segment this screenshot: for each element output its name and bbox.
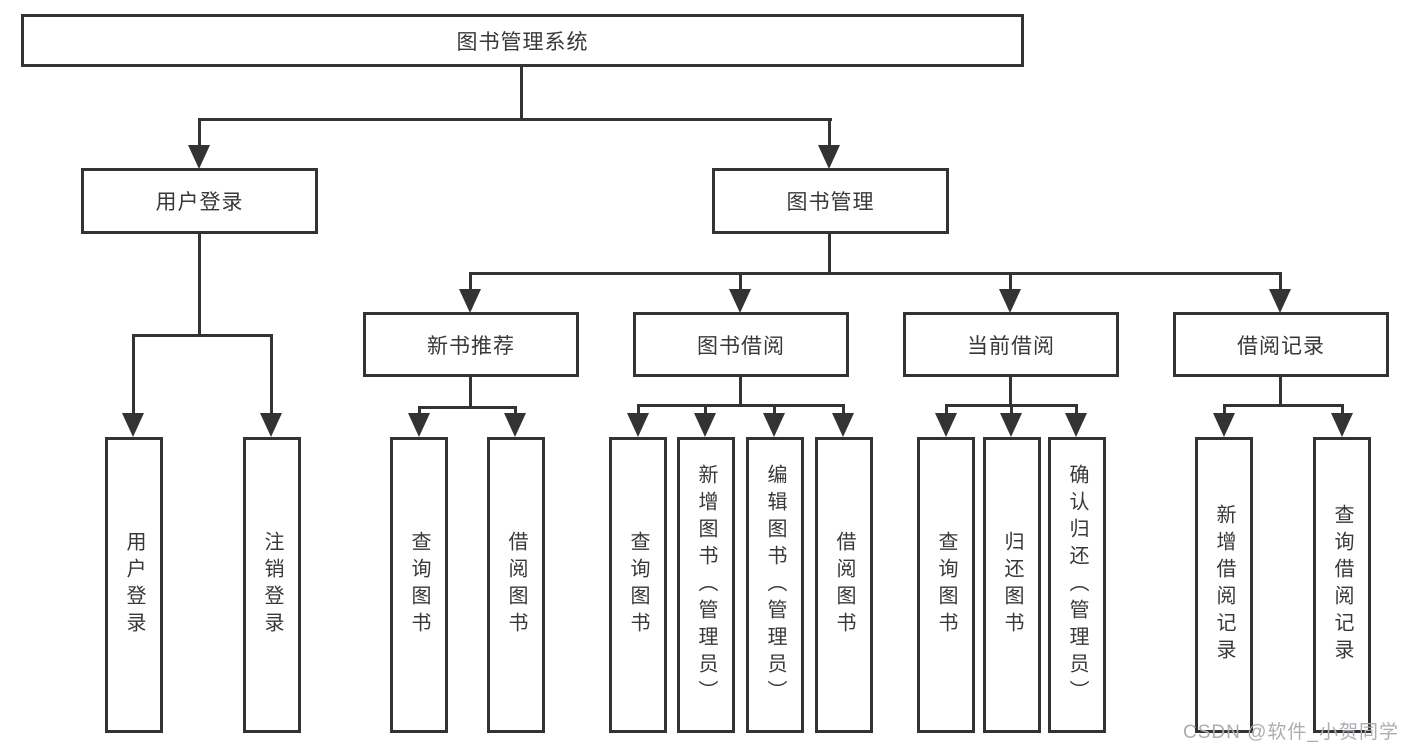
leaf-query-books-current-label: 查询图书 <box>935 531 957 639</box>
connector-rail <box>418 406 517 409</box>
arrow-down-icon <box>260 413 282 437</box>
connector-l2-rail <box>469 272 1282 275</box>
arrow-down-icon <box>832 413 854 437</box>
arrow-down-icon <box>1331 413 1353 437</box>
leaf-user-login: 用户登录 <box>105 437 163 733</box>
leaf-add-books-admin: 新增图书（管理员） <box>677 437 735 733</box>
connector-bookmgmt-drop <box>828 234 831 275</box>
connector-drop <box>469 377 472 408</box>
arrow-down-icon <box>1269 289 1291 313</box>
arrow-down-icon <box>188 145 210 169</box>
leaf-query-borrow-record: 查询借阅记录 <box>1313 437 1371 733</box>
node-new-book-recommend: 新书推荐 <box>363 312 579 377</box>
connector-stub <box>1075 404 1078 415</box>
leaf-add-borrow-record-label: 新增借阅记录 <box>1213 504 1235 666</box>
leaf-edit-books-admin-label: 编辑图书（管理员） <box>764 463 786 707</box>
leaf-borrow-books: 借阅图书 <box>815 437 873 733</box>
leaf-borrow-books-recommend-label: 借阅图书 <box>505 531 527 639</box>
connector-stub <box>1009 272 1012 291</box>
leaf-edit-books-admin: 编辑图书（管理员） <box>746 437 804 733</box>
node-root: 图书管理系统 <box>21 14 1024 67</box>
connector-userlogin-drop <box>198 234 201 337</box>
arrow-down-icon <box>504 413 526 437</box>
node-current-borrowing-label: 当前借阅 <box>967 334 1055 358</box>
connector-stub <box>842 404 845 415</box>
connector-stub <box>704 404 707 415</box>
arrow-down-icon <box>999 289 1021 313</box>
node-book-borrowing: 图书借阅 <box>633 312 849 377</box>
connector-drop <box>1009 377 1012 406</box>
connector-stub <box>1010 404 1013 415</box>
arrow-down-icon <box>935 413 957 437</box>
connector-rail <box>637 404 845 407</box>
leaf-user-login-label: 用户登录 <box>123 531 145 639</box>
connector-stub <box>739 272 742 291</box>
connector-stub <box>1341 404 1344 415</box>
leaf-query-books-recommend: 查询图书 <box>390 437 448 733</box>
connector-stub <box>469 272 472 291</box>
node-user-login-branch-label: 用户登录 <box>155 191 244 214</box>
node-book-management: 图书管理 <box>712 168 949 234</box>
leaf-confirm-return-admin-label: 确认归还（管理员） <box>1066 463 1088 707</box>
connector-stub <box>945 404 948 415</box>
leaf-logout-label: 注销登录 <box>261 531 283 639</box>
node-user-login-branch: 用户登录 <box>81 168 318 234</box>
arrow-down-icon <box>1000 413 1022 437</box>
connector-stub <box>1279 272 1282 291</box>
arrow-down-icon <box>763 413 785 437</box>
connector-l1-rail <box>198 118 832 121</box>
node-current-borrowing: 当前借阅 <box>903 312 1119 377</box>
arrow-down-icon <box>459 289 481 313</box>
connector-root-drop <box>520 67 523 119</box>
leaf-add-books-admin-label: 新增图书（管理员） <box>695 463 717 707</box>
leaf-logout: 注销登录 <box>243 437 301 733</box>
connector-stub <box>637 404 640 415</box>
connector-stub <box>418 406 421 415</box>
leaf-confirm-return-admin: 确认归还（管理员） <box>1048 437 1106 733</box>
leaf-query-books-borrowing-label: 查询图书 <box>627 531 649 639</box>
arrow-down-icon <box>1065 413 1087 437</box>
connector-stub <box>1223 404 1226 415</box>
node-book-management-label: 图书管理 <box>786 191 875 214</box>
connector-rail <box>1223 404 1344 407</box>
leaf-query-books-recommend-label: 查询图书 <box>408 531 430 639</box>
connector-userlogin-rail <box>132 334 273 337</box>
connector-stub <box>514 406 517 415</box>
node-book-borrowing-label: 图书借阅 <box>697 334 785 358</box>
arrow-down-icon <box>627 413 649 437</box>
arrow-down-icon <box>408 413 430 437</box>
leaf-query-books-borrowing: 查询图书 <box>609 437 667 733</box>
leaf-borrow-books-label: 借阅图书 <box>833 531 855 639</box>
watermark: CSDN @软件_小贺同学 <box>1183 722 1399 743</box>
arrow-down-icon <box>694 413 716 437</box>
leaf-query-books-current: 查询图书 <box>917 437 975 733</box>
node-new-book-recommend-label: 新书推荐 <box>427 334 515 358</box>
arrow-down-icon <box>1213 413 1235 437</box>
connector-drop <box>739 377 742 406</box>
arrow-down-icon <box>818 145 840 169</box>
arrow-down-icon <box>729 289 751 313</box>
leaf-return-books: 归还图书 <box>983 437 1041 733</box>
connector-stub <box>132 334 135 414</box>
leaf-add-borrow-record: 新增借阅记录 <box>1195 437 1253 733</box>
node-borrowing-records-label: 借阅记录 <box>1237 334 1325 358</box>
node-root-label: 图书管理系统 <box>456 30 589 54</box>
connector-l1-stub-left <box>198 118 201 147</box>
leaf-return-books-label: 归还图书 <box>1001 531 1023 639</box>
connector-stub <box>773 404 776 415</box>
connector-drop <box>1279 377 1282 406</box>
node-borrowing-records: 借阅记录 <box>1173 312 1389 377</box>
leaf-borrow-books-recommend: 借阅图书 <box>487 437 545 733</box>
connector-l1-stub-right <box>828 118 831 147</box>
leaf-query-borrow-record-label: 查询借阅记录 <box>1331 504 1353 666</box>
connector-stub <box>270 334 273 414</box>
arrow-down-icon <box>122 413 144 437</box>
